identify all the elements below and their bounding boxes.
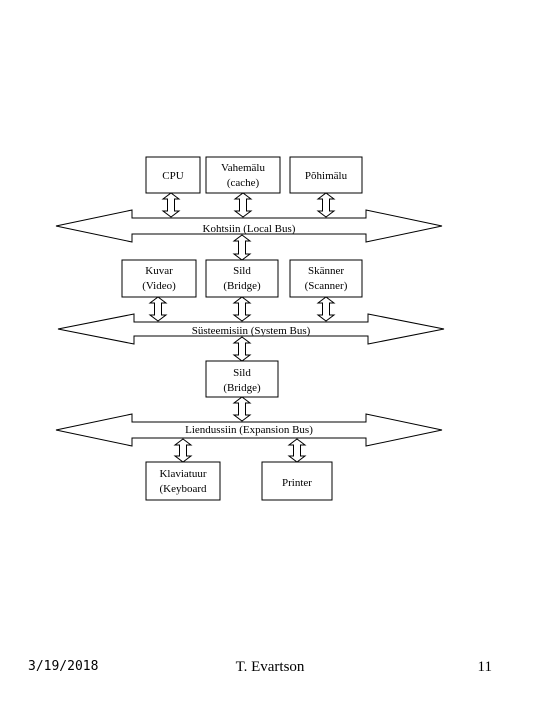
scanner-box: Skänner (Scanner) (289, 259, 363, 298)
cpu-box: CPU (145, 156, 201, 194)
footer-author: T. Evartson (235, 659, 305, 675)
scanner-label-2: (Scanner) (305, 280, 348, 292)
bridge-box-2: Sild (Bridge) (205, 360, 279, 398)
keyboard-label-2: (Keyboard (159, 483, 207, 495)
expansion-bus-label: Liendussiin (Expansion Bus) (185, 424, 313, 436)
printer-box: Printer (261, 461, 333, 501)
bridge1-label-2: (Bridge) (223, 280, 261, 292)
printer-connector (287, 438, 307, 463)
keyboard-box: Klaviatuur (Keyboard (145, 461, 221, 501)
expansion-bus: Liendussiin (Expansion Bus) (55, 413, 443, 447)
scanner-connector (316, 296, 336, 322)
main-memory-connector (316, 192, 336, 218)
main-memory-box: Põhimälu (289, 156, 363, 194)
video-label-2: (Video) (142, 280, 176, 292)
bridge2-connector (232, 396, 252, 422)
scanner-label-1: Skänner (308, 265, 344, 277)
local-bridge-connector (232, 234, 252, 261)
bridge1-label-1: Sild (233, 265, 251, 277)
local-bus: Kohtsiin (Local Bus) (55, 209, 443, 243)
system-bus: Süsteemisiin (System Bus) (57, 313, 445, 345)
cpu-label: CPU (162, 170, 183, 182)
bridge1-connector (232, 296, 252, 322)
cache-label-1: Vahemälu (221, 162, 265, 174)
cpu-connector (161, 192, 181, 218)
bridge2-label-1: Sild (233, 367, 251, 379)
local-bus-label: Kohtsiin (Local Bus) (203, 223, 296, 235)
cache-box: Vahemälu (cache) (205, 156, 281, 194)
main-memory-label: Põhimälu (305, 170, 348, 182)
cache-label-2: (cache) (227, 177, 260, 189)
video-box: Kuvar (Video) (121, 259, 197, 298)
page-number: 11 (477, 659, 492, 675)
keyboard-connector (173, 438, 193, 463)
bridge2-label-2: (Bridge) (223, 382, 261, 394)
footer-date: 3/19/2018 (28, 659, 99, 674)
system-bridge-connector (232, 336, 252, 362)
cache-connector (233, 192, 253, 218)
printer-label: Printer (282, 477, 312, 489)
keyboard-label-1: Klaviatuur (159, 468, 206, 480)
system-bus-label: Süsteemisiin (System Bus) (192, 325, 311, 337)
video-connector (148, 296, 168, 322)
video-label-1: Kuvar (145, 265, 173, 277)
bridge-box-1: Sild (Bridge) (205, 259, 279, 298)
